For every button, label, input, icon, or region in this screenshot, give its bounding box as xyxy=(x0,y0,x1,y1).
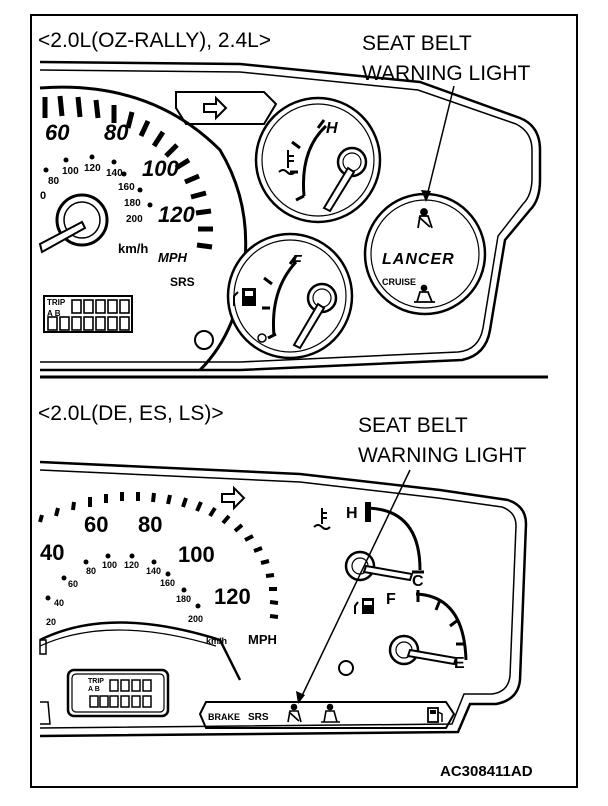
bottom-warning-strip xyxy=(198,701,456,729)
bottom-kmh-180: 180 xyxy=(176,594,191,604)
bottom-callout-line2: WARNING LIGHT xyxy=(358,444,527,467)
top-kmh-100: 100 xyxy=(62,166,79,177)
bottom-fuel-f: F xyxy=(386,591,396,608)
figure-frame xyxy=(30,14,578,788)
top-kmh-unit: km/h xyxy=(118,241,148,256)
bottom-kmh-160: 160 xyxy=(160,578,175,588)
top-door-warning-icon xyxy=(414,284,435,303)
bottom-kmh-200: 200 xyxy=(188,614,203,624)
top-turn-arrow-icon xyxy=(203,95,228,121)
bottom-mph-unit: MPH xyxy=(248,632,277,647)
bottom-fuel-needle xyxy=(406,648,458,666)
bottom-kmh-dots xyxy=(45,553,201,609)
top-trip-label: TRIP xyxy=(47,298,66,307)
top-fuel-f: F xyxy=(292,253,303,270)
bottom-speed-100: 100 xyxy=(178,542,215,567)
bottom-kmh-120: 120 xyxy=(124,560,139,570)
bottom-fuel-pump-icon xyxy=(354,598,374,614)
top-cruise-label: CRUISE xyxy=(382,277,416,287)
bottom-srs-label: SRS xyxy=(248,712,269,723)
top-odometer-digits xyxy=(47,299,130,331)
bottom-callout-line1: SEAT BELT xyxy=(358,414,468,437)
bottom-temp-needle xyxy=(362,564,414,582)
top-kmh-200: 200 xyxy=(126,214,143,225)
top-temp-needle xyxy=(322,166,356,213)
bottom-speed-40: 40 xyxy=(40,540,64,565)
top-mph-unit: MPH xyxy=(158,250,188,265)
bottom-speedo-ticks xyxy=(38,492,279,619)
top-speed-120: 120 xyxy=(158,202,195,227)
bottom-coolant-icon xyxy=(313,508,331,530)
top-reset-knob xyxy=(194,330,214,350)
bottom-section-title: <2.0L(DE, ES, LS)> xyxy=(38,402,224,425)
bottom-temp-arc xyxy=(367,506,422,571)
top-kmh-140: 140 xyxy=(106,168,123,179)
bottom-reset-knob xyxy=(338,660,354,676)
bottom-temp-c: C xyxy=(412,573,424,590)
bottom-kmh-80: 80 xyxy=(86,566,96,576)
top-kmh-120: 120 xyxy=(84,163,101,174)
top-kmh-80: 80 xyxy=(48,176,60,187)
top-brand-label: LANCER xyxy=(382,251,455,268)
top-trip-ab: A B xyxy=(47,309,61,318)
top-speedo-needle xyxy=(38,220,87,254)
bottom-odo-plate xyxy=(39,621,242,681)
bottom-kmh-100: 100 xyxy=(102,560,117,570)
bottom-trip-ab: A B xyxy=(88,686,100,693)
bottom-kmh-unit: km/h xyxy=(206,636,227,646)
top-callout-line2: WARNING LIGHT xyxy=(362,62,531,85)
top-fuel-gauge xyxy=(226,232,354,360)
top-kmh-180: 180 xyxy=(124,198,141,209)
bottom-odometer-digits xyxy=(89,679,152,708)
bottom-door-warning-icon xyxy=(321,703,340,723)
top-seatbelt-icon xyxy=(417,208,433,229)
top-arrow-plate xyxy=(175,91,278,125)
top-kmh-160: 160 xyxy=(118,182,135,193)
bottom-trip-label: TRIP xyxy=(88,678,104,685)
bottom-speed-120: 120 xyxy=(214,584,251,609)
bottom-kmh-140: 140 xyxy=(146,566,161,576)
bottom-kmh-40: 40 xyxy=(54,598,64,608)
top-temp-gauge xyxy=(254,96,382,224)
bottom-seatbelt-icon xyxy=(287,703,302,723)
bottom-speed-60: 60 xyxy=(84,512,108,537)
top-coolant-icon xyxy=(278,150,296,175)
figure-id: AC308411AD xyxy=(440,763,533,780)
bottom-fuel-warning-icon xyxy=(427,707,443,723)
top-temp-h: H xyxy=(326,120,338,137)
bottom-speed-80: 80 xyxy=(138,512,162,537)
bottom-odometer xyxy=(66,668,170,718)
bottom-kmh-60: 60 xyxy=(68,579,78,589)
bottom-callout-leader xyxy=(299,469,411,701)
bottom-turn-arrow-icon xyxy=(221,485,246,511)
top-srs-label: SRS xyxy=(170,275,195,289)
top-kmh-0: 0 xyxy=(40,190,46,202)
top-speedo-ticks xyxy=(42,95,213,250)
top-kmh-dots xyxy=(43,154,153,208)
bottom-temp-h: H xyxy=(346,505,358,522)
bottom-cluster-housing xyxy=(39,460,528,738)
bottom-kmh-20: 20 xyxy=(46,617,56,627)
bottom-fuel-e: E xyxy=(454,655,465,672)
top-cluster-housing xyxy=(39,60,542,372)
top-speed-60: 60 xyxy=(45,120,70,145)
bottom-fuel-arc xyxy=(415,592,468,661)
bottom-brake-label: BRAKE xyxy=(208,712,240,722)
top-section-title: <2.0L(OZ-RALLY), 2.4L> xyxy=(38,29,271,52)
top-speed-80: 80 xyxy=(104,120,129,145)
top-fuel-pump-icon xyxy=(233,288,256,306)
top-callout-line1: SEAT BELT xyxy=(362,32,472,55)
top-callout-leader xyxy=(425,85,455,201)
top-fuel-needle xyxy=(292,302,326,350)
top-speed-100: 100 xyxy=(142,156,179,181)
top-odometer xyxy=(43,295,133,333)
